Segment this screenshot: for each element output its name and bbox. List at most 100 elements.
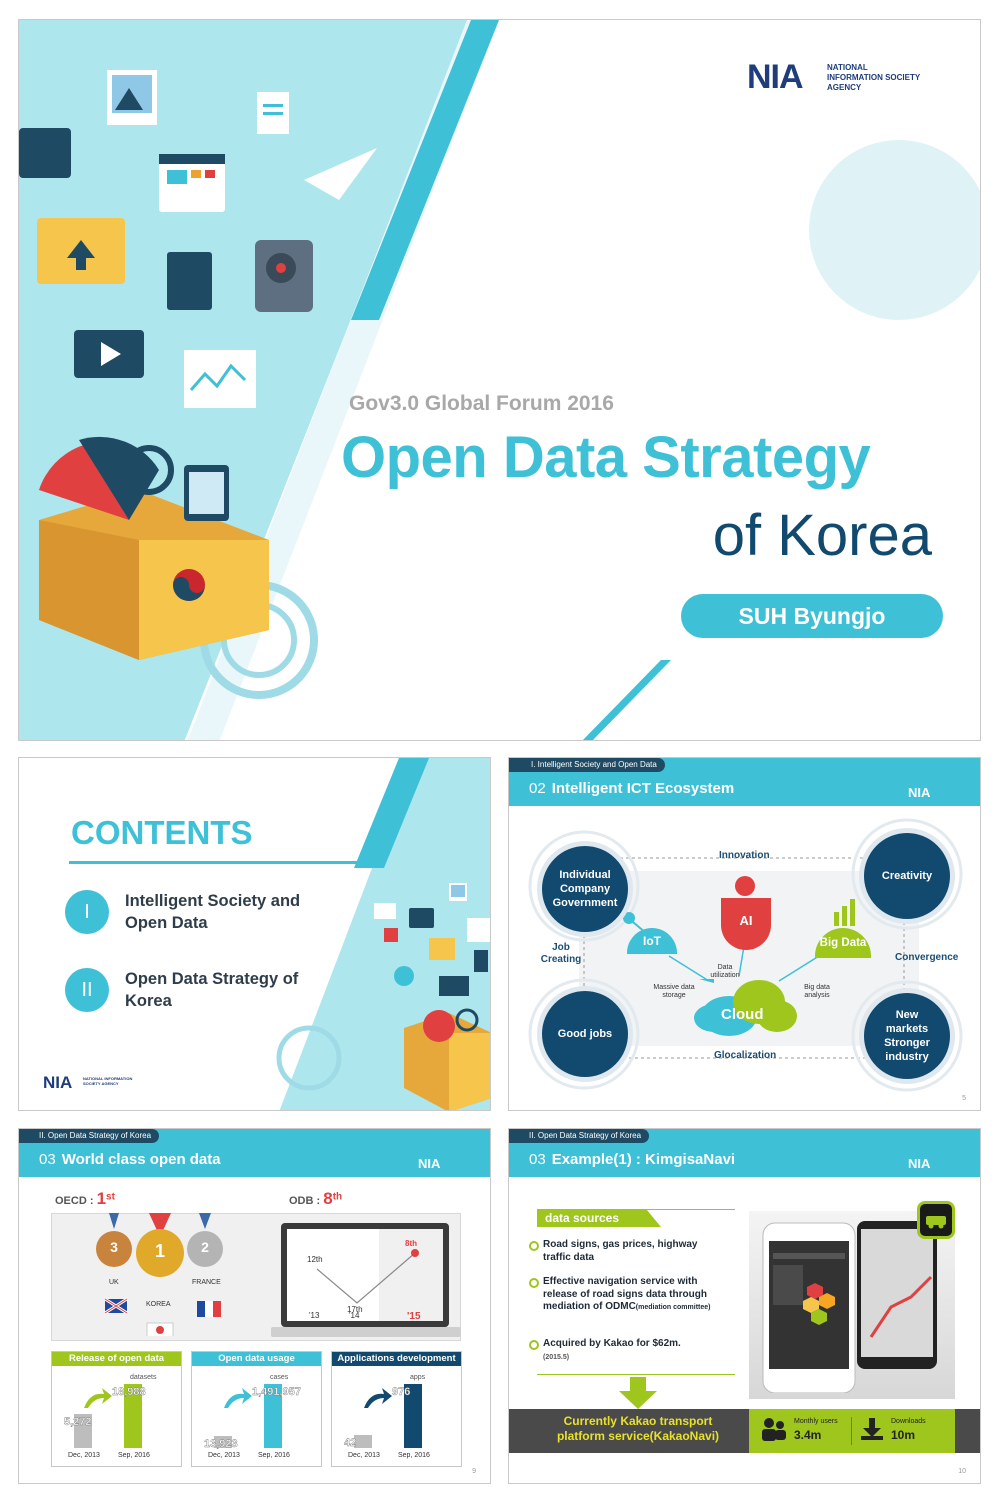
nia-logo-line1: NATIONAL bbox=[827, 63, 868, 72]
title-slide: NIA NATIONAL INFORMATION SOCIETY AGENCY … bbox=[18, 19, 981, 741]
value-after: 1,491,957 bbox=[252, 1386, 301, 1398]
tech-ai: AI bbox=[721, 898, 771, 950]
rank-line bbox=[316, 1252, 416, 1304]
nia-logo-mini: NIA bbox=[418, 1155, 478, 1173]
data-sources-heading: data sources bbox=[537, 1209, 661, 1227]
oecd-rank-suffix: st bbox=[106, 1191, 115, 1203]
slide-number: 03 bbox=[39, 1151, 56, 1168]
event-name: Gov3.0 Global Forum 2016 bbox=[349, 392, 614, 415]
slide-title-text: Intelligent ICT Ecosystem bbox=[551, 780, 735, 797]
stat-box-header: Open data usage bbox=[192, 1352, 321, 1366]
slide-number: 03 bbox=[529, 1151, 546, 1168]
nia-logo-mini: NIA bbox=[908, 784, 968, 802]
divider-line bbox=[537, 1374, 735, 1375]
contents-item-label: Intelligent Society and Open Data bbox=[125, 892, 301, 932]
slide-title-text: Example(1) : KimgisaNavi bbox=[551, 1151, 736, 1168]
down-arrow-icon bbox=[619, 1377, 657, 1409]
acquired-date: (2015.5) bbox=[543, 1353, 570, 1361]
monthly-users-value: 3.4m bbox=[794, 1428, 822, 1442]
page-number: 10 bbox=[958, 1468, 966, 1475]
rank-year-label: '14 bbox=[349, 1311, 360, 1320]
nia-logo-mark: NIA bbox=[747, 58, 804, 96]
rank-chart-labels: 12th '13 17th'14 8th '15 bbox=[287, 1231, 443, 1323]
nia-logo-mark: NIA bbox=[908, 785, 931, 800]
date-label: Dec, 2013 bbox=[68, 1452, 100, 1459]
presenter-badge: SUH Byungjo bbox=[681, 594, 943, 638]
stat-box-header: Applications development bbox=[332, 1352, 461, 1366]
date-label: Sep, 2016 bbox=[398, 1452, 430, 1459]
flow-innovation: Innovation bbox=[719, 850, 770, 861]
medal-country-uk: UK bbox=[109, 1279, 119, 1286]
rank-point-label: 12th bbox=[307, 1255, 323, 1264]
flow-job-creating: Job Creating bbox=[540, 942, 582, 965]
medal-country-france: FRANCE bbox=[192, 1279, 221, 1286]
rank-point-latest bbox=[411, 1249, 419, 1257]
bar-after bbox=[264, 1384, 282, 1448]
monthly-users-label: Monthly users bbox=[794, 1418, 838, 1425]
app-icon[interactable] bbox=[917, 1201, 955, 1239]
medal-gold-number: 1 bbox=[154, 1241, 165, 1261]
rank-point-label: 8th bbox=[405, 1239, 417, 1248]
stat-box-header: Release of open data bbox=[52, 1352, 181, 1366]
annotation-data-storage: Massive data storage bbox=[653, 984, 695, 999]
rank-point-label: 17th bbox=[347, 1305, 363, 1314]
laptop-rank-chart bbox=[271, 1223, 461, 1337]
oecd-rank: OECD : 1st bbox=[55, 1189, 115, 1209]
contents-item-1[interactable]: I Intelligent Society and Open Data bbox=[65, 888, 325, 938]
nia-logo-line3: AGENCY bbox=[827, 83, 862, 92]
nia-logo: NIA NATIONAL INFORMATION SOCIETY AGENCY bbox=[747, 58, 947, 98]
nia-logo-full: NATIONAL INFORMATION SOCIETY AGENCY bbox=[83, 1076, 133, 1086]
unit-label: datasets bbox=[130, 1374, 157, 1381]
section-tag: I. Intelligent Society and Open Data bbox=[509, 758, 665, 772]
growth-arrow-icon bbox=[364, 1388, 392, 1408]
contents-slide: CONTENTS I Intelligent Society and Open … bbox=[18, 757, 491, 1111]
car-icon bbox=[926, 1216, 946, 1229]
section-tag: II. Open Data Strategy of Korea bbox=[19, 1129, 160, 1143]
value-after: 18,988 bbox=[112, 1386, 146, 1398]
medal-silver-number: 2 bbox=[201, 1239, 209, 1255]
nia-logo-mark: NIA bbox=[908, 1156, 931, 1171]
metrics-divider bbox=[851, 1417, 852, 1445]
contents-item-2[interactable]: II Open Data Strategy of Korea bbox=[65, 966, 325, 1016]
nia-logo-mark: NIA bbox=[418, 1156, 441, 1171]
kimgisanavi-slide: II. Open Data Strategy of Korea 03 Exampl… bbox=[508, 1128, 981, 1484]
phone-screenshots bbox=[762, 1221, 937, 1393]
medal-bronze-number: 3 bbox=[110, 1239, 118, 1255]
bullet-road-signs: Road signs, gas prices, highway traffic … bbox=[529, 1239, 718, 1264]
bullet-acquired-text: Acquired by Kakao for $62m. bbox=[543, 1338, 681, 1349]
odb-label: ODB : bbox=[289, 1195, 321, 1207]
contents-numeral-circle: I bbox=[65, 890, 109, 934]
growth-arrow-icon bbox=[84, 1388, 112, 1408]
bar-after bbox=[124, 1384, 142, 1448]
nia-logo-mini: NIA bbox=[908, 1155, 968, 1173]
main-title-line2: of Korea bbox=[712, 503, 932, 568]
rank-year-label: '13 bbox=[309, 1311, 320, 1320]
title-slide-background-art bbox=[19, 20, 980, 740]
nia-logo-mark: NIA bbox=[43, 1073, 73, 1092]
medals-graphic bbox=[96, 1213, 223, 1336]
unit-label: apps bbox=[410, 1374, 426, 1381]
growth-arrow-icon bbox=[224, 1388, 252, 1408]
download-icon bbox=[861, 1418, 883, 1440]
contents-item-label: Open Data Strategy of Korea bbox=[125, 970, 299, 1010]
node-individual-company-government: Individual Company Government bbox=[537, 841, 633, 937]
bar-after bbox=[404, 1384, 422, 1448]
value-before: 42 bbox=[344, 1437, 357, 1449]
odb-rank-value: 8 bbox=[323, 1189, 333, 1208]
odb-rank-suffix: th bbox=[332, 1191, 343, 1203]
rank-line-chart bbox=[316, 1249, 419, 1304]
value-after: 976 bbox=[392, 1386, 411, 1398]
flow-convergence: Convergence bbox=[895, 952, 959, 963]
data-sources-heading-text: data sources bbox=[545, 1211, 620, 1225]
contents-heading: CONTENTS bbox=[71, 814, 253, 851]
nia-logo-line2: INFORMATION SOCIETY bbox=[827, 73, 921, 82]
date-label: Dec, 2013 bbox=[208, 1452, 240, 1459]
contents-background-art bbox=[19, 758, 490, 1110]
medal-country-korea: KOREA bbox=[146, 1301, 171, 1308]
section-tag: II. Open Data Strategy of Korea bbox=[509, 1129, 650, 1143]
rank-year-label: '15 bbox=[407, 1311, 421, 1322]
